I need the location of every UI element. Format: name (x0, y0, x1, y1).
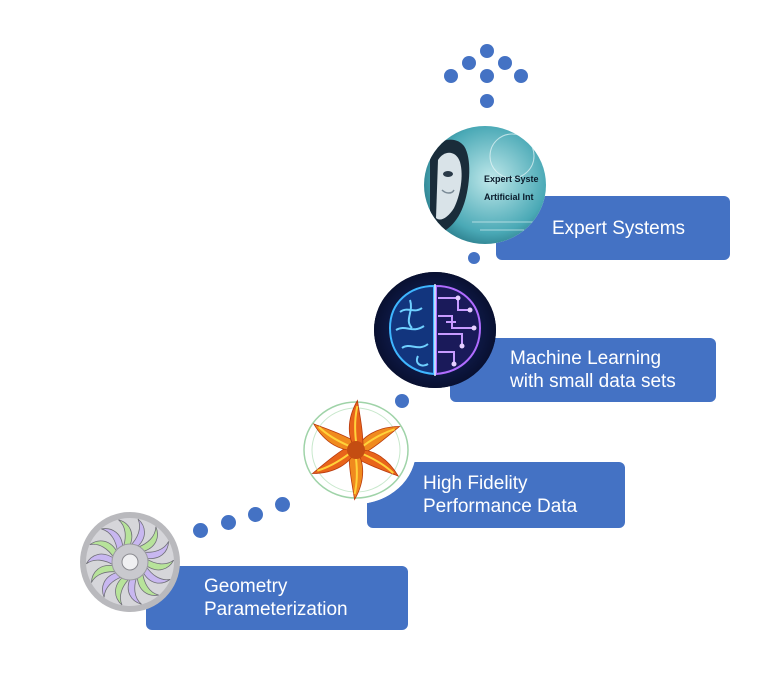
step-label-ml-line2: with small data sets (510, 371, 676, 392)
image-text-line1: Expert Syste (484, 174, 539, 184)
arrow-dot (462, 56, 476, 70)
turbine-wheel-icon (78, 510, 182, 614)
image-text-line2: Artificial Int (484, 192, 534, 202)
connector-dot (247, 506, 263, 522)
step-box-geometry: Geometry Parameterization (146, 566, 408, 630)
arrow-dot (480, 94, 494, 108)
rotor-flow-simulation-icon (296, 396, 416, 504)
connector-dot (274, 496, 290, 512)
arrow-dot (480, 69, 494, 83)
step-label-hifi-line2: Performance Data (423, 496, 578, 517)
step-label-hifi-line1: High Fidelity (423, 473, 528, 494)
step-label-expert: Expert Systems (552, 217, 686, 239)
brain-circuit-icon (374, 272, 496, 388)
connector-dot (468, 252, 480, 264)
connector-dot (220, 514, 236, 530)
step-label-geometry-line1: Geometry (204, 576, 288, 597)
arrow-dot (514, 69, 528, 83)
step-label-ml-line1: Machine Learning (510, 348, 662, 369)
arrow-dot (444, 69, 458, 83)
connector-dot (192, 522, 208, 538)
step-box-ml: Machine Learning with small data sets (450, 338, 716, 402)
ai-robot-face-icon: Expert Syste Artificial Int (424, 126, 546, 244)
arrow-dot (498, 56, 512, 70)
arrow-dot (480, 44, 494, 58)
connector-dot (395, 394, 409, 408)
step-label-geometry-line2: Parameterization (204, 599, 348, 620)
